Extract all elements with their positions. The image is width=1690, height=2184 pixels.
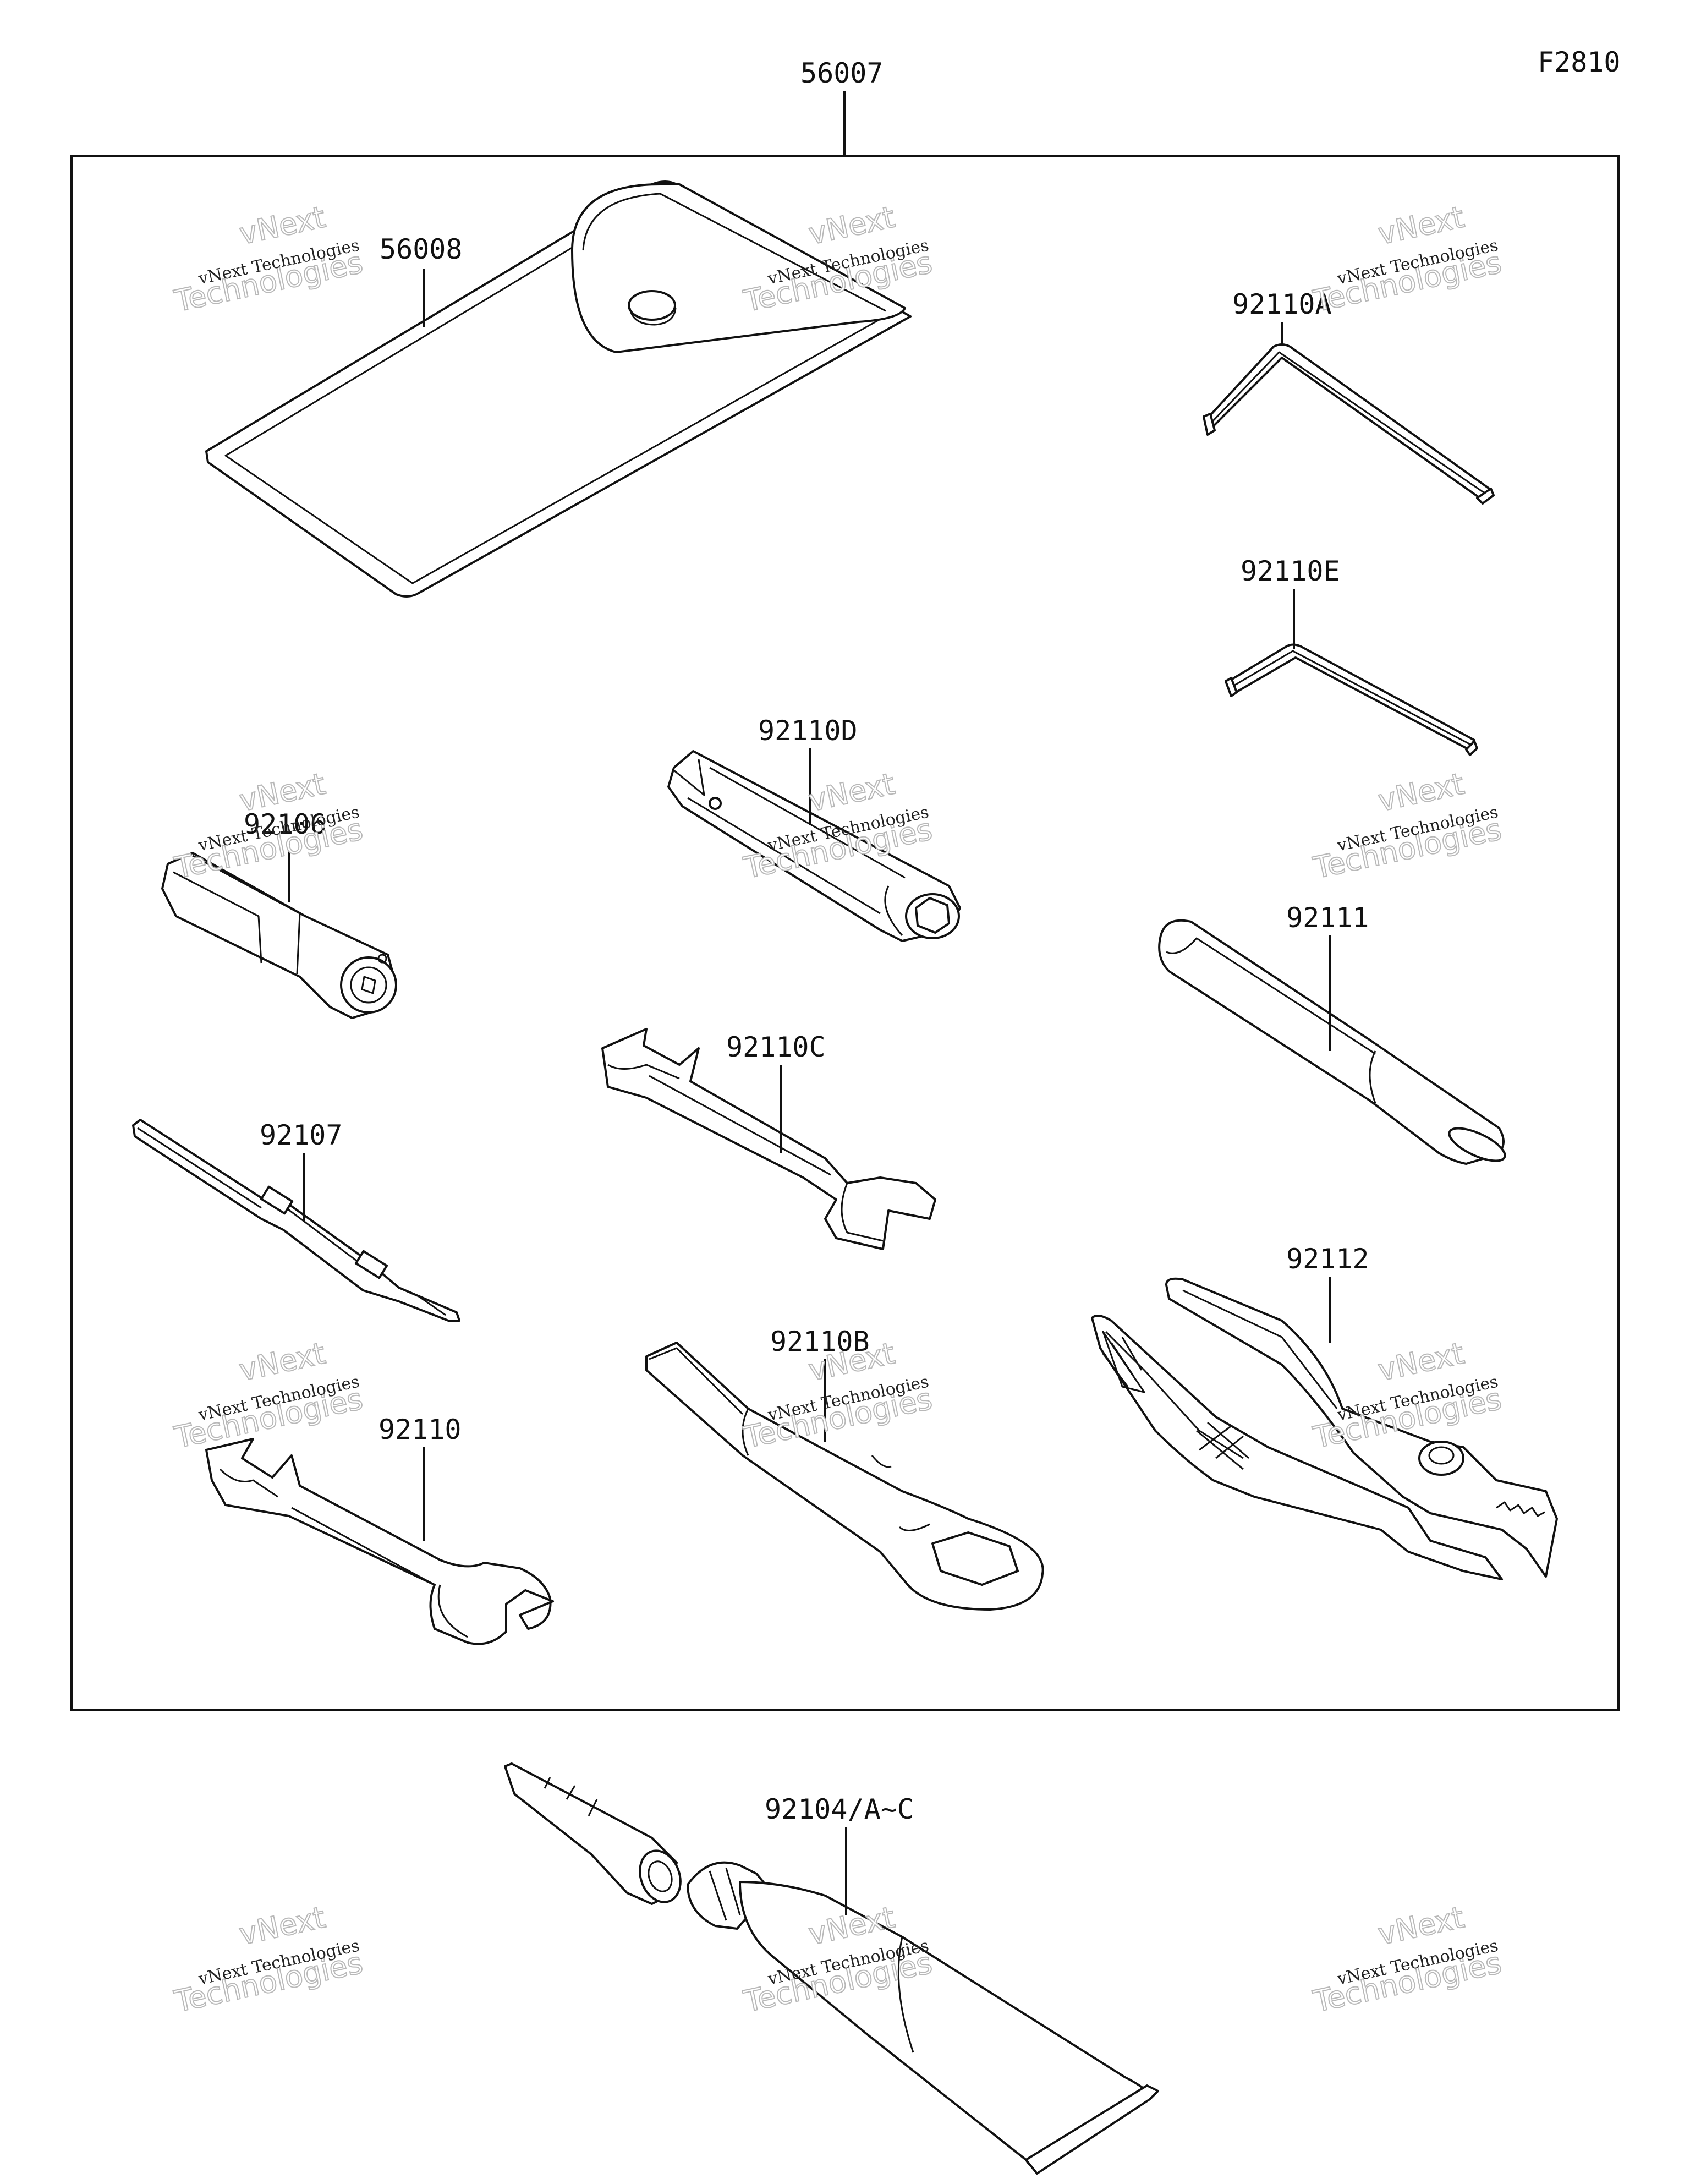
spark-plug-socket-92106[interactable] (161, 852, 397, 1019)
callout-92110b[interactable]: 92110B (770, 1326, 870, 1358)
callout-92104[interactable]: 92104/A~C (765, 1793, 914, 1825)
callout-56008[interactable]: 56008 (380, 233, 463, 265)
callout-92112[interactable]: 92112 (1286, 1243, 1369, 1275)
watermark-8: vNext Technologies vNext Technologies (740, 1335, 935, 1456)
wrench-92110c[interactable] (601, 1028, 936, 1250)
kit-frame (70, 155, 1620, 1711)
watermark-7: vNext Technologies vNext Technologies (171, 1335, 366, 1456)
svg-text:vNext: vNext (806, 200, 898, 251)
tool-case-56008[interactable] (205, 180, 912, 598)
socket-wrench-92110d[interactable] (667, 750, 961, 942)
svg-text:vNext: vNext (237, 1336, 328, 1388)
watermark-1: vNext Technologies vNext Technologies (171, 199, 366, 320)
hex-wrench-92110a[interactable] (1203, 343, 1495, 505)
wrench-92110b[interactable] (645, 1342, 1044, 1611)
svg-text:vNext: vNext (237, 1900, 328, 1952)
svg-text:vNext: vNext (1375, 200, 1467, 251)
svg-text:vNext: vNext (237, 200, 328, 251)
pliers-92112[interactable] (1091, 1277, 1558, 1580)
svg-text:vNext: vNext (1375, 1900, 1467, 1952)
callout-56007[interactable]: 56007 (800, 57, 884, 89)
callout-92107[interactable]: 92107 (260, 1119, 343, 1151)
callout-92106[interactable]: 92106 (244, 808, 327, 840)
callout-92110[interactable]: 92110 (378, 1414, 462, 1446)
callout-92111[interactable]: 92111 (1286, 902, 1369, 934)
watermark-10: vNext Technologies vNext Technologies (171, 1900, 366, 2020)
svg-text:vNext: vNext (1375, 767, 1467, 818)
callout-92110c[interactable]: 92110C (726, 1031, 826, 1063)
svg-text:vNext: vNext (1375, 1336, 1467, 1388)
watermark-12: vNext Technologies vNext Technologies (1309, 1900, 1505, 2020)
callout-92110a[interactable]: 92110A (1232, 288, 1332, 320)
screwdriver-92107[interactable] (132, 1119, 460, 1322)
callout-92110e[interactable]: 92110E (1241, 555, 1340, 587)
callout-92110d[interactable]: 92110D (758, 715, 858, 747)
watermark-6: vNext Technologies vNext Technologies (1309, 766, 1505, 886)
grease-tube-92104[interactable] (504, 1762, 1159, 2175)
watermark-4: vNext Technologies vNext Technologies (171, 766, 366, 886)
svg-text:vNext: vNext (806, 767, 898, 818)
wrench-92110[interactable] (205, 1438, 554, 1645)
hex-wrench-92110e[interactable] (1225, 643, 1478, 756)
handle-bar-92111[interactable] (1158, 919, 1509, 1168)
figure-code: F2810 (1538, 46, 1621, 78)
watermark-3: vNext Technologies vNext Technologies (1309, 199, 1505, 320)
